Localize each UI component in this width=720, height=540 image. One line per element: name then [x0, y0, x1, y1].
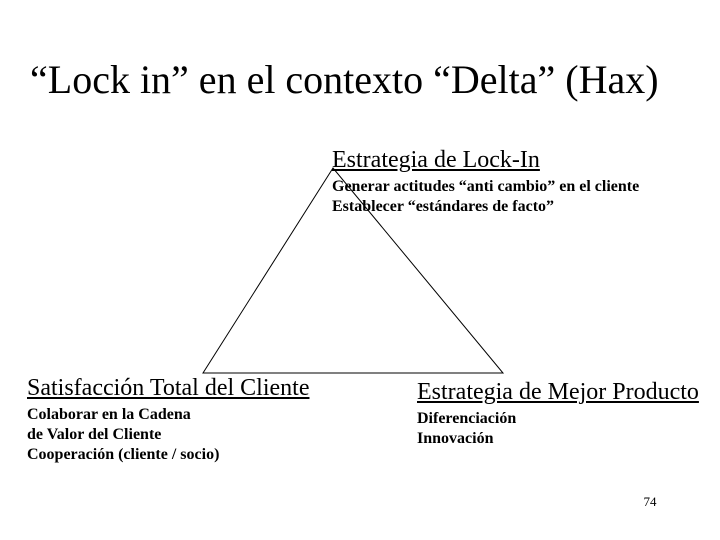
node-lock-in-heading: Estrategia de Lock-In [332, 147, 540, 173]
triangle-shape [202, 167, 505, 374]
node-detail-line: Establecer “estándares de facto” [332, 198, 555, 215]
node-detail-line: Innovación [417, 430, 494, 447]
slide-title: “Lock in” en el contexto “Delta” (Hax) [30, 57, 659, 102]
node-mejor-producto-heading: Estrategia de Mejor Producto [417, 379, 699, 405]
node-lock-in-details: Generar actitudes “anti cambio” en el cl… [332, 177, 639, 217]
node-mejor-producto: Estrategia de Mejor Producto Diferenciac… [417, 378, 699, 449]
node-lock-in: Estrategia de Lock-In Generar actitudes … [332, 146, 639, 217]
node-detail-line: Cooperación (cliente / socio) [27, 446, 220, 463]
page-number: 74 [643, 494, 657, 509]
node-detail-line: Diferenciación [417, 410, 517, 427]
node-satisfaccion-total-heading: Satisfacción Total del Cliente [27, 375, 310, 401]
node-mejor-producto-details: Diferenciación Innovación [417, 409, 699, 449]
node-satisfaccion-total: Satisfacción Total del Cliente Colaborar… [27, 374, 309, 465]
node-detail-line: Generar actitudes “anti cambio” en el cl… [332, 178, 640, 195]
node-satisfaccion-total-details: Colaborar en la Cadena de Valor del Clie… [27, 405, 309, 465]
node-detail-line: de Valor del Cliente [27, 426, 162, 443]
node-detail-line: Colaborar en la Cadena [27, 406, 191, 423]
